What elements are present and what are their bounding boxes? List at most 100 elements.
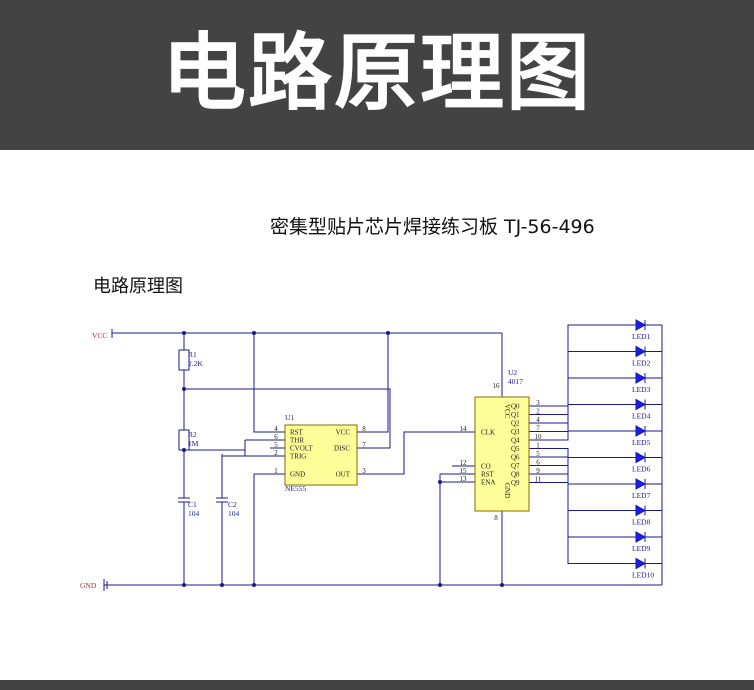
- rst-wire: [253, 333, 270, 433]
- led-label: LED7: [632, 491, 651, 500]
- led-symbol: [635, 557, 647, 570]
- u1-part: NE555: [285, 484, 306, 493]
- u2-pin-num: 12: [460, 459, 468, 467]
- u1-pin-name: TRIG: [290, 453, 306, 461]
- output-wire: [529, 404, 636, 432]
- vcc-label: VCC: [92, 331, 107, 340]
- u2-vcc-name: VCC: [503, 404, 511, 419]
- output-wire: [529, 430, 636, 441]
- u2-output-num: 1: [536, 442, 540, 450]
- junction-dot: [500, 583, 504, 587]
- u1-pin-name: THR: [290, 437, 304, 445]
- disc-wire: [184, 388, 391, 449]
- output-wire: [529, 324, 636, 407]
- output-wire: [529, 351, 636, 415]
- led-symbol: [635, 531, 647, 543]
- led-symbol: [635, 372, 647, 384]
- wire: [221, 454, 245, 457]
- led-symbol: [635, 345, 647, 358]
- junction-dot: [252, 331, 256, 335]
- header-banner: 电路原理图: [0, 0, 754, 150]
- u2-output-name: Q9: [511, 479, 520, 487]
- u2-output-name: Q2: [511, 420, 520, 428]
- u1-pin-name: GND: [290, 471, 305, 479]
- u2-output-name: Q6: [511, 454, 520, 462]
- wires: [103, 320, 663, 591]
- u1-pin-name: DISC: [334, 445, 350, 453]
- junction-dot: [438, 583, 442, 587]
- u2-output-num: 10: [535, 433, 543, 441]
- led-symbol: [635, 451, 647, 464]
- u2-output-name: Q3: [511, 428, 520, 436]
- u2-output-num: 4: [536, 416, 540, 424]
- u1-pin-num: 8: [362, 425, 366, 433]
- c2-ref: C2: [228, 500, 237, 509]
- junction-dot: [438, 480, 442, 484]
- u2-output-name: Q7: [511, 462, 520, 470]
- components: VCCGNDR12.2KR21MC1104C2104U1NE555RST4THR…: [80, 319, 654, 590]
- u2-output-name: Q5: [511, 445, 520, 453]
- led-symbol: [635, 398, 647, 411]
- output-wire: [529, 377, 636, 424]
- u2-pin-num: 14: [460, 425, 468, 433]
- output-wire: [529, 482, 636, 564]
- u2-output-num: 5: [536, 450, 540, 458]
- bottom-bar: [0, 680, 754, 690]
- led-label: LED6: [632, 465, 651, 474]
- u2-output-num: 9: [536, 467, 540, 475]
- u1-pin-name: CVOLT: [290, 445, 313, 453]
- u1-pin-name: VCC: [336, 429, 351, 437]
- u2-output-num: 11: [535, 476, 542, 484]
- r2-ref: R2: [188, 430, 197, 439]
- led-symbol: [635, 478, 647, 490]
- u2-pin-name: RST: [481, 471, 495, 479]
- u2-vcc-num: 16: [493, 382, 501, 390]
- u2-output-name: Q8: [511, 471, 520, 479]
- u2-output-num: 6: [536, 459, 540, 467]
- u1-pin-num: 3: [362, 467, 366, 475]
- led-label: LED1: [632, 332, 651, 341]
- u2-pin-num: 13: [460, 475, 468, 483]
- u1-pin-name: OUT: [336, 471, 351, 479]
- led-label: LED2: [632, 359, 651, 368]
- junction-dot: [182, 331, 186, 335]
- u1-pin-num: 5: [274, 441, 278, 449]
- u2-gnd-num: 8: [494, 514, 498, 522]
- circuit-schematic: VCCGNDR12.2KR21MC1104C2104U1NE555RST4THR…: [80, 319, 663, 591]
- led-label: LED5: [632, 438, 651, 447]
- u1-pin-num: 1: [274, 467, 278, 475]
- junction-dot: [386, 331, 390, 335]
- resistor-r2: [178, 429, 190, 451]
- led-symbol: [635, 425, 647, 437]
- u1-pin-num: 7: [362, 441, 366, 449]
- u2-ref: U2: [508, 368, 517, 377]
- led-label: LED9: [632, 544, 651, 553]
- output-wire: [529, 473, 636, 538]
- c1-ref: C1: [188, 500, 197, 509]
- u2-output-name: Q1: [511, 411, 520, 419]
- led-label: LED3: [632, 385, 651, 394]
- u2-pin-name: ENA: [481, 479, 495, 487]
- r2-value: 1M: [188, 439, 199, 448]
- u1-pin-num: 4: [274, 425, 278, 433]
- led-symbol: [635, 504, 647, 517]
- r1-ref: R1: [188, 350, 197, 359]
- u1-pin-num: 6: [274, 433, 278, 441]
- u2-output-num: 2: [536, 408, 540, 416]
- output-wire: [529, 465, 636, 511]
- cd4017-body: [474, 396, 530, 512]
- u2-pin-name: CLK: [481, 429, 495, 437]
- gnd-label: GND: [80, 581, 97, 590]
- u2-output-name: Q0: [511, 403, 520, 411]
- resistor-r1: [178, 349, 190, 371]
- u2-output-name: Q4: [511, 437, 520, 445]
- banner-title: 电路原理图: [161, 24, 592, 122]
- u2-pin-num: 15: [460, 467, 468, 475]
- clk-wire: [372, 431, 475, 475]
- junction-dot: [220, 583, 224, 587]
- u1-ref: U1: [285, 413, 294, 422]
- u2-gnd-name: GND: [503, 483, 511, 498]
- led-label: LED4: [632, 412, 651, 421]
- u2-output-num: 7: [536, 425, 540, 433]
- u1-pin-name: RST: [290, 429, 304, 437]
